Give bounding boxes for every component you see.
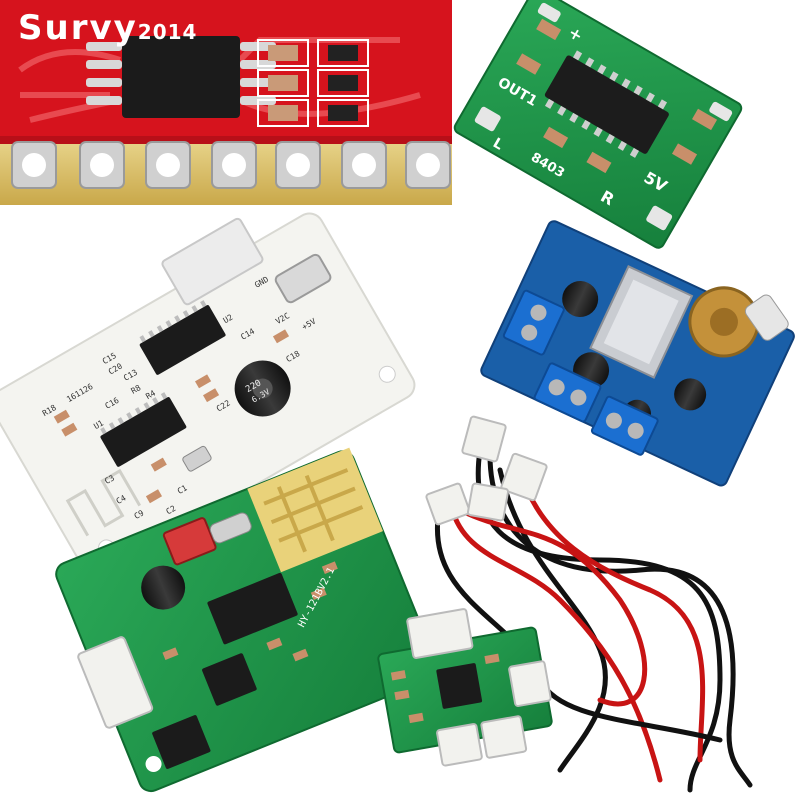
silk-r8: R8 xyxy=(130,383,143,396)
amp-chip xyxy=(544,55,669,154)
small-amp-chip xyxy=(436,663,483,709)
green-bluetooth-board: HY-121BV2.1 xyxy=(55,447,439,793)
bt-capacitor xyxy=(141,565,186,610)
silk-r4: R4 xyxy=(144,388,157,401)
green-pam8403-board: OUT1 + 5V R 8403 L xyxy=(453,0,743,249)
bt-white-connector xyxy=(77,636,154,729)
micro-usb-port xyxy=(274,253,332,304)
red-amplifier-board xyxy=(0,0,452,205)
smd-components xyxy=(257,39,369,127)
capacitor-1 xyxy=(562,281,599,318)
silk-c9: C9 xyxy=(133,508,146,521)
silk-c2: C2 xyxy=(165,504,178,517)
potentiometer-shaft xyxy=(744,294,789,341)
bt-chip-3 xyxy=(152,715,211,769)
blue-amplifier-board xyxy=(480,220,795,487)
through-hole-pads xyxy=(11,141,451,189)
silk-c1: C1 xyxy=(176,483,189,496)
red-jst-connector xyxy=(162,517,217,566)
silk-c3: C3 xyxy=(103,473,116,486)
small-board-connector-top xyxy=(406,608,474,659)
silk-u2: U2 xyxy=(222,313,235,326)
jst-plugs xyxy=(425,415,548,526)
soic-chip xyxy=(122,36,240,118)
silk-u1: U1 xyxy=(92,418,105,431)
small-green-amp-board xyxy=(377,608,553,767)
bt-crystal xyxy=(209,512,252,544)
bt-chip-main xyxy=(207,572,298,645)
silk-c4: C4 xyxy=(115,493,128,506)
crystal xyxy=(182,445,212,472)
screw-terminals xyxy=(502,289,659,456)
jst-connector xyxy=(161,217,264,306)
chip-u1 xyxy=(100,397,187,467)
bt-chip-2 xyxy=(202,653,257,706)
jst-cable-bundle xyxy=(435,447,753,793)
chip-u2 xyxy=(139,305,226,375)
capacitor-3 xyxy=(674,378,707,411)
